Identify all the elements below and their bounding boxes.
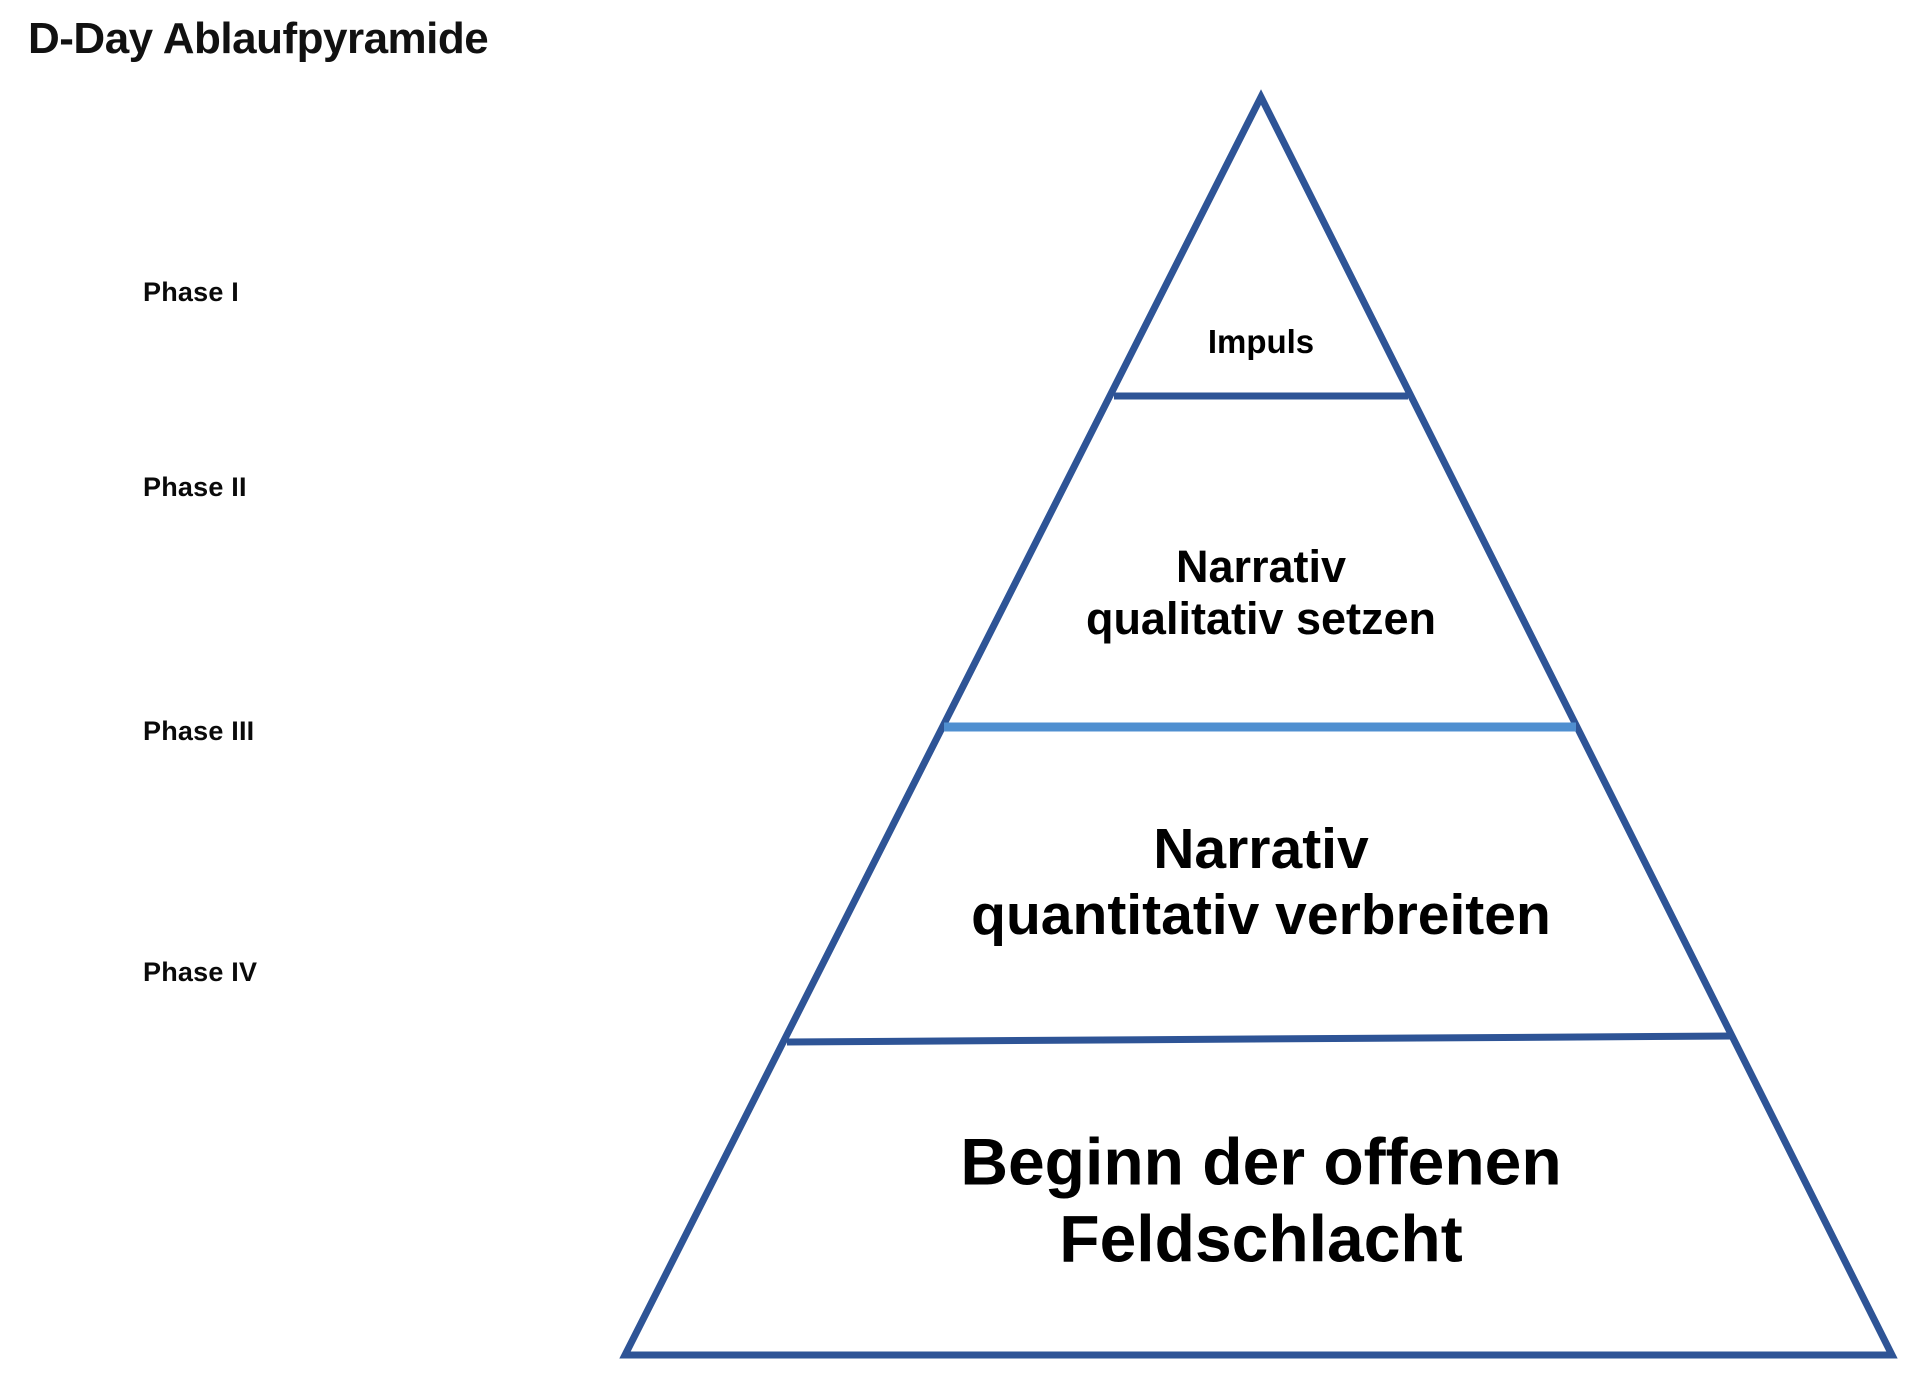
pyramid-tier-3-text: Narrativ quantitativ verbreiten xyxy=(971,816,1551,947)
phase-label-4: Phase IV xyxy=(143,957,258,987)
pyramid-divider-3 xyxy=(786,1032,1734,1046)
pyramid-tier-4-text: Beginn der offenen Feldschlacht xyxy=(960,1124,1562,1275)
phase-label-3: Phase III xyxy=(143,716,255,746)
phase-label-1: Phase I xyxy=(143,277,239,307)
pyramid-tier-1-text: Impuls xyxy=(1207,322,1315,360)
phase-label-2: Phase II xyxy=(143,472,247,502)
page-title: D-Day Ablaufpyramide xyxy=(28,14,489,63)
pyramid-tier-2-text: Narrativ qualitativ setzen xyxy=(1085,540,1437,644)
